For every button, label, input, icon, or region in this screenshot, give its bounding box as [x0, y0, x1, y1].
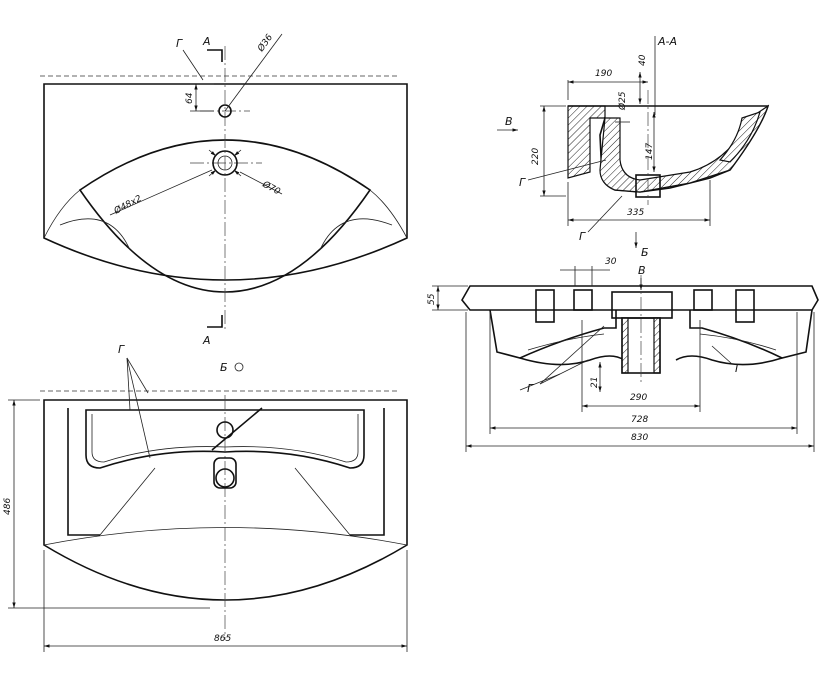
leader-g-view-b-left-1 [519, 373, 561, 391]
label-dim-830: 830 [631, 433, 648, 443]
view-b-bowl-curve [519, 355, 783, 366]
leader-g-section-left [527, 159, 607, 181]
view-b: В 30 55 21 290 728 830 Г Г [427, 257, 819, 452]
drain-arrow-1 [208, 149, 217, 157]
label-g-section-bottom: Г [579, 230, 586, 243]
label-g-section-left: Г [519, 176, 526, 189]
label-view-b-v: В [638, 264, 646, 277]
bowl-rim-right [319, 218, 393, 251]
section-aa-overflow [718, 111, 761, 163]
label-dia-tap: Ø36 [255, 32, 275, 55]
bowl-edge-left [43, 189, 81, 239]
drain-hole-outer [212, 150, 238, 176]
label-g-view-b-right: Г [735, 362, 742, 375]
bottom-view-ribs [99, 467, 351, 536]
label-dia-drain: Ø70 [260, 178, 283, 197]
view-b-drain-left [621, 317, 629, 374]
bottom-drain-body [213, 457, 237, 489]
label-dim-30: 30 [605, 257, 617, 267]
bottom-view: Г 486 865 [3, 343, 408, 652]
label-dim-21: 21 [590, 377, 600, 388]
top-view: Ø36 Ø70 Ø48x2 64 А А Г [40, 32, 408, 347]
leader-g-view-b-right [711, 345, 733, 365]
view-b-pillar-2 [573, 289, 593, 311]
bowl-rim-left [59, 218, 131, 251]
label-dim-865: 865 [214, 634, 231, 644]
label-view-b-marker: Б [220, 361, 228, 374]
bottom-drain [215, 468, 235, 488]
label-g-view-b-left: Г [527, 382, 534, 395]
view-b-pillar-3 [693, 289, 713, 311]
label-dia-25: Ø25 [617, 91, 628, 111]
view-b-center-block [611, 291, 673, 319]
leader-g-view-b-left-3 [539, 359, 589, 385]
leader-dia-drain [239, 171, 283, 195]
drain-arrow-3 [208, 169, 217, 177]
view-b-pillar-4 [735, 289, 755, 323]
label-section-aa-v: В [505, 115, 513, 128]
label-g-bottom: Г [118, 343, 125, 356]
label-dim-290: 290 [630, 393, 647, 403]
section-a-cut-bottom [207, 315, 223, 328]
label-dim-335: 335 [627, 208, 644, 218]
leader-dia-tap [224, 33, 283, 112]
bottom-view-outline [43, 399, 408, 601]
view-b-pillar-1 [535, 289, 555, 323]
leader-g-section-bottom [587, 195, 623, 233]
drain-arrow-4 [233, 169, 242, 177]
leader-g-top [182, 49, 204, 81]
view-b-bowl-inner [527, 333, 777, 351]
leader-g-bottom-3 [126, 357, 149, 394]
drain-arrow-2 [233, 149, 242, 157]
leader-g-view-b-left-2 [539, 325, 605, 385]
label-dim-728: 728 [631, 415, 648, 425]
label-dim-40: 40 [638, 54, 648, 66]
label-dim-55: 55 [427, 293, 437, 305]
leader-dia-bowl [109, 169, 213, 216]
label-section-aa: А-А [657, 35, 677, 48]
tap-hole [218, 104, 232, 118]
leader-g-bottom-1 [126, 357, 131, 411]
bottom-tap [216, 421, 234, 439]
section-aa-wall [567, 105, 606, 179]
view-b-circle [234, 362, 244, 372]
label-b-section: Б [641, 246, 649, 259]
bowl-edge-right [369, 189, 408, 239]
section-a-cut-top [207, 49, 223, 62]
label-dim-147: 147 [645, 143, 655, 160]
bottom-tap-pipe [211, 407, 263, 451]
view-b-marker: Б [220, 361, 244, 374]
label-dim-486: 486 [3, 498, 13, 515]
label-section-a-top: А [202, 35, 211, 48]
label-dia-bowl: Ø48x2 [111, 193, 143, 217]
bottom-view-cabinet [67, 408, 385, 536]
view-b-drain-right [653, 317, 661, 374]
top-view-bowl [78, 139, 372, 293]
bottom-view-front-rim [43, 527, 408, 546]
label-dim-220: 220 [531, 148, 541, 165]
view-b-slab [461, 285, 819, 311]
label-dim-190: 190 [595, 69, 612, 79]
label-section-a-bottom: А [202, 334, 211, 347]
label-dim-64: 64 [185, 92, 195, 104]
leader-g-bottom-2 [126, 357, 151, 459]
label-g-top: Г [176, 37, 183, 50]
top-view-outline [43, 83, 408, 281]
drain-hole-inner [217, 155, 233, 171]
section-aa: А-А В 190 40 Ø25 220 147 335 [497, 35, 770, 259]
